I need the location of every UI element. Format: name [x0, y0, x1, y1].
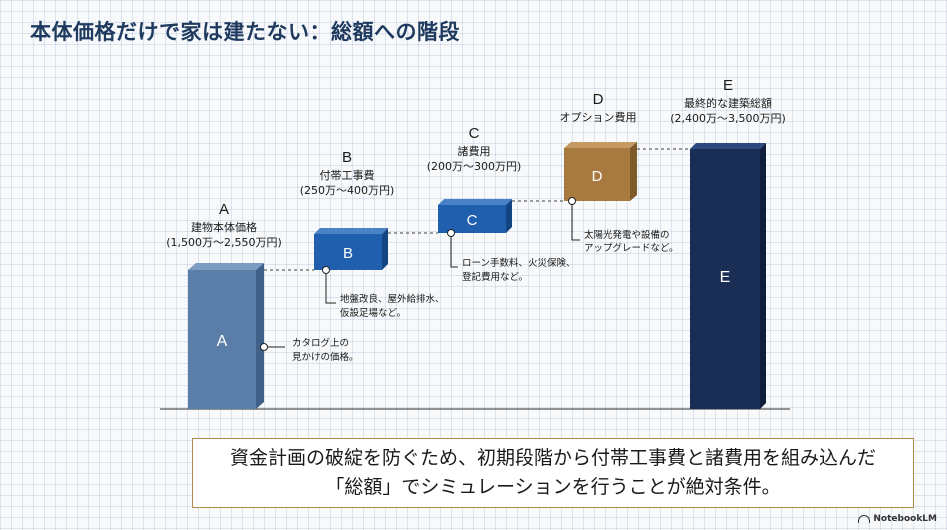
- label-b-range: (250万〜400万円): [300, 184, 395, 197]
- brand-name: NotebookLM: [873, 514, 937, 524]
- notebooklm-logo-icon: [858, 515, 871, 523]
- callout-line-2: 「総額」でシミュレーションを行うことが絶対条件。: [325, 476, 781, 498]
- pointer-dot-c: [447, 229, 455, 237]
- box-c: C: [438, 199, 512, 233]
- label-b-name: 付帯工事費: [320, 168, 375, 182]
- label-c-letter: C: [469, 125, 480, 142]
- label-d-name: オプション費用: [560, 110, 637, 124]
- pointer-dot-b: [322, 266, 330, 274]
- page-title: 本体価格だけで家は建たない：総額への階段: [30, 20, 460, 44]
- box-a-letter: A: [217, 333, 228, 350]
- label-a-range: (1,500万〜2,550万円): [166, 236, 282, 249]
- note-c-line1: ローン手数料、火災保険、: [462, 257, 576, 269]
- note-a-line1: カタログ上の: [292, 337, 349, 349]
- note-b-line1: 地盤改良、屋外給排水、: [340, 293, 445, 305]
- pointer-dot-d: [568, 197, 576, 205]
- callout-line-1: 資金計画の破綻を防ぐため、初期段階から付帯工事費と諸費用を組み込んだ: [229, 447, 876, 469]
- label-a-name: 建物本体価格: [191, 220, 257, 234]
- box-d: D: [564, 142, 637, 201]
- label-c-name: 諸費用: [458, 144, 491, 158]
- box-b-letter: B: [343, 245, 353, 262]
- box-e: E: [690, 143, 766, 409]
- brand-watermark: NotebookLM: [858, 514, 937, 524]
- label-d-letter: D: [593, 91, 604, 108]
- label-e-letter: E: [723, 77, 733, 94]
- box-c-letter: C: [467, 212, 478, 229]
- note-a-line2: 見かけの価格。: [292, 351, 359, 363]
- box-a: A: [188, 263, 264, 409]
- note-b-line2: 仮設足場など。: [340, 307, 406, 319]
- box-b: B: [314, 228, 388, 270]
- pointer-dot-a: [260, 343, 268, 351]
- label-b-letter: B: [342, 149, 352, 166]
- box-d-letter: D: [592, 168, 603, 185]
- conclusion-callout: 資金計画の破綻を防ぐため、初期段階から付帯工事費と諸費用を組み込んだ 「総額」で…: [192, 438, 914, 508]
- note-d-line1: 太陽光発電や設備の: [584, 229, 670, 241]
- note-c-line2: 登記費用など。: [462, 271, 528, 283]
- box-e-letter: E: [720, 269, 731, 286]
- label-e-name: 最終的な建築総額: [684, 96, 772, 110]
- note-d-line2: アップグレードなど。: [584, 242, 679, 254]
- label-c-range: (200万〜300万円): [427, 160, 522, 173]
- label-e-range: (2,400万〜3,500万円): [670, 112, 786, 125]
- label-a-letter: A: [219, 201, 229, 218]
